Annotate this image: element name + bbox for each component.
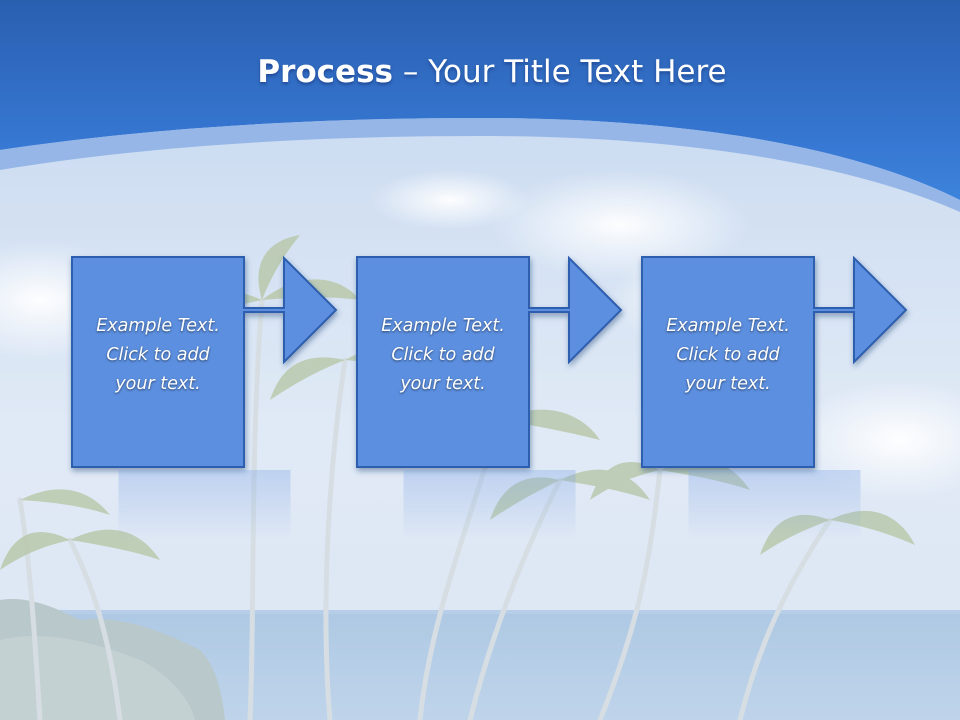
- step-text-line-1: Example Text.: [381, 316, 505, 336]
- step-text-line-2: Click to add: [676, 345, 780, 365]
- step-text[interactable]: Example Text. Click to add your text.: [75, 312, 241, 399]
- box-arrow-shape: [71, 255, 338, 468]
- step-text[interactable]: Example Text. Click to add your text.: [360, 312, 526, 399]
- title-rest: Your Title Text Here: [428, 54, 727, 90]
- box-reflection: [118, 470, 291, 540]
- step-text-line-3: your text.: [400, 374, 486, 394]
- step-text-line-1: Example Text.: [96, 316, 220, 336]
- box-reflection: [403, 470, 576, 540]
- step-text[interactable]: Example Text. Click to add your text.: [645, 312, 811, 399]
- box-arrow-shape: [641, 255, 908, 468]
- step-text-line-1: Example Text.: [666, 316, 790, 336]
- process-step-2[interactable]: Example Text. Click to add your text.: [356, 255, 623, 469]
- box-arrow-shape: [356, 255, 623, 468]
- process-step-3[interactable]: Example Text. Click to add your text.: [641, 255, 908, 469]
- title-strong: Process: [257, 54, 393, 90]
- title-dash: –: [402, 54, 419, 90]
- step-text-line-2: Click to add: [106, 345, 210, 365]
- slide-title[interactable]: Process – Your Title Text Here: [0, 54, 960, 90]
- box-reflection: [688, 470, 861, 540]
- process-step-1[interactable]: Example Text. Click to add your text.: [71, 255, 338, 469]
- step-text-line-3: your text.: [685, 374, 771, 394]
- step-text-line-3: your text.: [115, 374, 201, 394]
- step-text-line-2: Click to add: [391, 345, 495, 365]
